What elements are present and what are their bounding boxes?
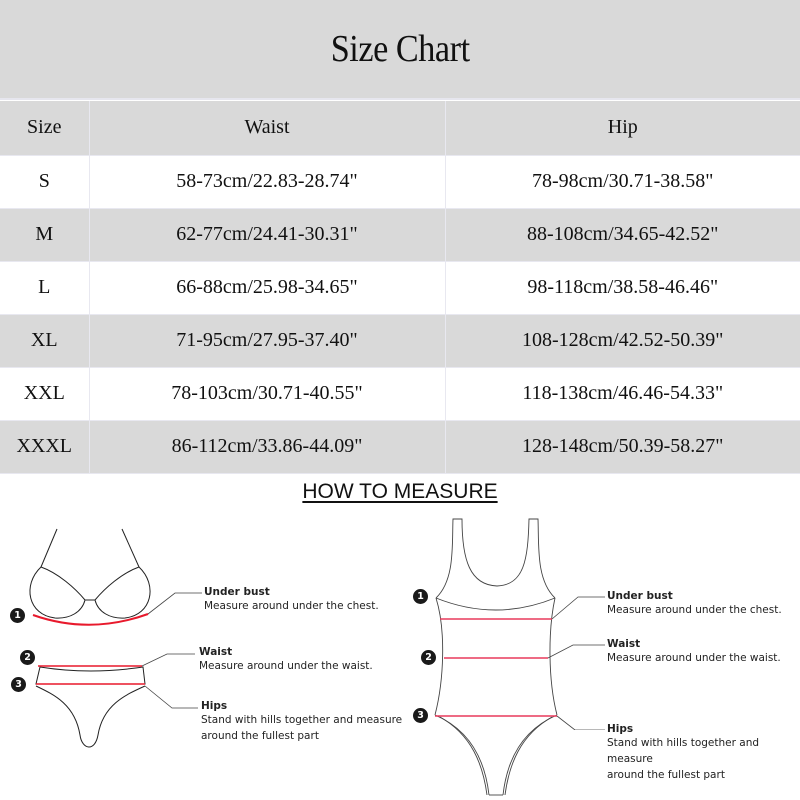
cell-hip: 88-108cm/34.65-42.52" <box>445 208 800 262</box>
cell-waist: 62-77cm/24.41-30.31" <box>89 208 446 262</box>
note-waist-right: Waist Measure around under the waist. <box>607 638 781 664</box>
cell-hip: 118-138cm/46.46-54.33" <box>445 367 800 421</box>
cell-size: XXL <box>0 367 90 421</box>
cell-waist: 58-73cm/22.83-28.74" <box>89 155 446 209</box>
size-chart-table: Size Waist Hip S 58-73cm/22.83-28.74" 78… <box>0 101 800 474</box>
table-row: XXL 78-103cm/30.71-40.55" 118-138cm/46.4… <box>0 367 800 421</box>
table-header-row: Size Waist Hip <box>0 101 800 156</box>
how-to-measure-heading: HOW TO MEASURE <box>302 480 498 503</box>
bodysuit-leader-lines <box>547 596 605 730</box>
cell-waist: 86-112cm/33.86-44.09" <box>89 420 446 474</box>
cell-size: L <box>0 261 90 315</box>
step-3-badge-right: 3 <box>413 708 428 723</box>
note-under-bust-left: Under bust Measure around under the ches… <box>204 586 379 612</box>
cell-waist: 66-88cm/25.98-34.65" <box>89 261 446 315</box>
cell-size: XXXL <box>0 420 90 474</box>
cell-hip: 98-118cm/38.58-46.46" <box>445 261 800 315</box>
page-title: Size Chart <box>330 28 470 70</box>
table-row: XL 71-95cm/27.95-37.40" 108-128cm/42.52-… <box>0 314 800 368</box>
step-3-badge: 3 <box>11 677 26 692</box>
table-row: L 66-88cm/25.98-34.65" 98-118cm/38.58-46… <box>0 261 800 315</box>
cell-hip: 78-98cm/30.71-38.58" <box>445 155 800 209</box>
header-hip: Hip <box>445 101 800 156</box>
header-waist: Waist <box>89 101 446 156</box>
note-under-bust-right: Under bust Measure around under the ches… <box>607 590 782 616</box>
note-waist-left: Waist Measure around under the waist. <box>199 646 373 672</box>
header-size: Size <box>0 101 90 156</box>
table-row: XXXL 86-112cm/33.86-44.09" 128-148cm/50.… <box>0 420 800 474</box>
cell-waist: 78-103cm/30.71-40.55" <box>89 367 446 421</box>
cell-hip: 128-148cm/50.39-58.27" <box>445 420 800 474</box>
step-1-badge: 1 <box>10 608 25 623</box>
step-2-badge: 2 <box>20 650 35 665</box>
cell-size: S <box>0 155 90 209</box>
note-hips-right: Hips Stand with hills together and measu… <box>607 723 760 781</box>
cell-hip: 108-128cm/42.52-50.39" <box>445 314 800 368</box>
step-1-badge-right: 1 <box>413 589 428 604</box>
table-row: S 58-73cm/22.83-28.74" 78-98cm/30.71-38.… <box>0 155 800 209</box>
step-2-badge-right: 2 <box>421 650 436 665</box>
cell-size: XL <box>0 314 90 368</box>
note-hips-left: Hips Stand with hills together and measu… <box>201 700 403 742</box>
cell-waist: 71-95cm/27.95-37.40" <box>89 314 446 368</box>
bikini-diagram <box>29 528 202 748</box>
title-band: Size Chart <box>0 0 800 100</box>
table-row: M 62-77cm/24.41-30.31" 88-108cm/34.65-42… <box>0 208 800 262</box>
bodysuit-diagram <box>434 518 558 796</box>
cell-size: M <box>0 208 90 262</box>
